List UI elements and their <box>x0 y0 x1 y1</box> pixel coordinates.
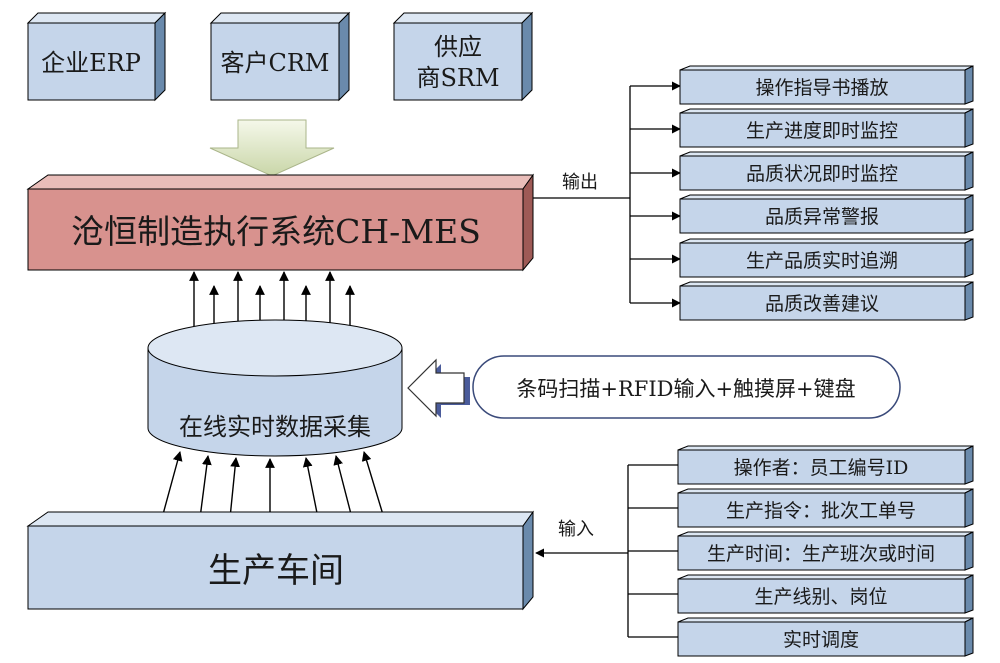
input-box: 实时调度 <box>677 617 974 657</box>
collect-arrow <box>333 455 353 519</box>
collect-arrow <box>199 455 212 519</box>
input-lines <box>628 464 678 638</box>
output-item: 生产品质实时追溯 <box>746 250 898 272</box>
output-box: 品质异常警报 <box>679 194 974 234</box>
left-arrow-icon <box>407 358 470 418</box>
input-label: 输入 <box>558 519 594 540</box>
output-label: 输出 <box>562 172 598 193</box>
system-label-srm-line2: 商SRM <box>416 64 499 92</box>
output-item: 品质改善建议 <box>765 293 879 315</box>
output-item: 品质异常警报 <box>765 206 879 228</box>
input-box: 操作者：员工编号ID <box>677 445 974 485</box>
collect-arrow <box>229 457 240 519</box>
system-label-srm-line1: 供应 <box>434 33 482 61</box>
output-arrows <box>630 81 681 308</box>
input-methods-pill: 条码扫描+RFID输入+触摸屏+键盘 <box>472 355 901 419</box>
system-box-crm: 客户CRM <box>209 11 351 102</box>
output-item: 操作指导书播放 <box>755 77 888 99</box>
system-box-srm: 供应 商SRM <box>392 11 534 102</box>
output-box: 生产品质实时追溯 <box>679 238 974 278</box>
input-methods-text: 条码扫描+RFID输入+触摸屏+键盘 <box>516 377 855 401</box>
system-label-crm: 客户CRM <box>220 49 329 77</box>
system-label-erp: 企业ERP <box>41 49 141 77</box>
collection-label: 在线实时数据采集 <box>179 413 371 441</box>
collect-arrows <box>161 451 385 519</box>
input-item: 操作者：员工编号ID <box>734 457 909 479</box>
mes-system-box: 沧恒制造执行系统CH-MES <box>26 173 534 272</box>
output-box: 生产进度即时监控 <box>679 108 974 148</box>
workshop-title: 生产车间 <box>208 551 344 591</box>
output-box: 操作指导书播放 <box>679 65 974 105</box>
input-item: 实时调度 <box>783 629 859 651</box>
input-item: 生产时间：生产班次或时间 <box>707 543 935 565</box>
system-box-erp: 企业ERP <box>26 11 167 102</box>
collect-arrow <box>302 457 319 519</box>
mes-title: 沧恒制造执行系统CH-MES <box>71 212 481 251</box>
output-item: 生产进度即时监控 <box>746 120 898 142</box>
collect-arrow <box>361 451 385 519</box>
input-item: 生产线别、岗位 <box>754 586 887 608</box>
down-arrow-icon <box>209 119 335 177</box>
collect-arrow <box>161 451 183 519</box>
output-box: 品质状况即时监控 <box>679 151 974 191</box>
output-box: 品质改善建议 <box>679 281 974 321</box>
output-item: 品质状况即时监控 <box>746 163 898 185</box>
input-box: 生产指令：批次工单号 <box>677 488 974 528</box>
data-collection-cylinder: 在线实时数据采集 <box>147 319 403 457</box>
workshop-box: 生产车间 <box>26 510 534 611</box>
input-item: 生产指令：批次工单号 <box>726 500 916 522</box>
input-box: 生产时间：生产班次或时间 <box>677 531 974 571</box>
input-box: 生产线别、岗位 <box>677 574 974 614</box>
